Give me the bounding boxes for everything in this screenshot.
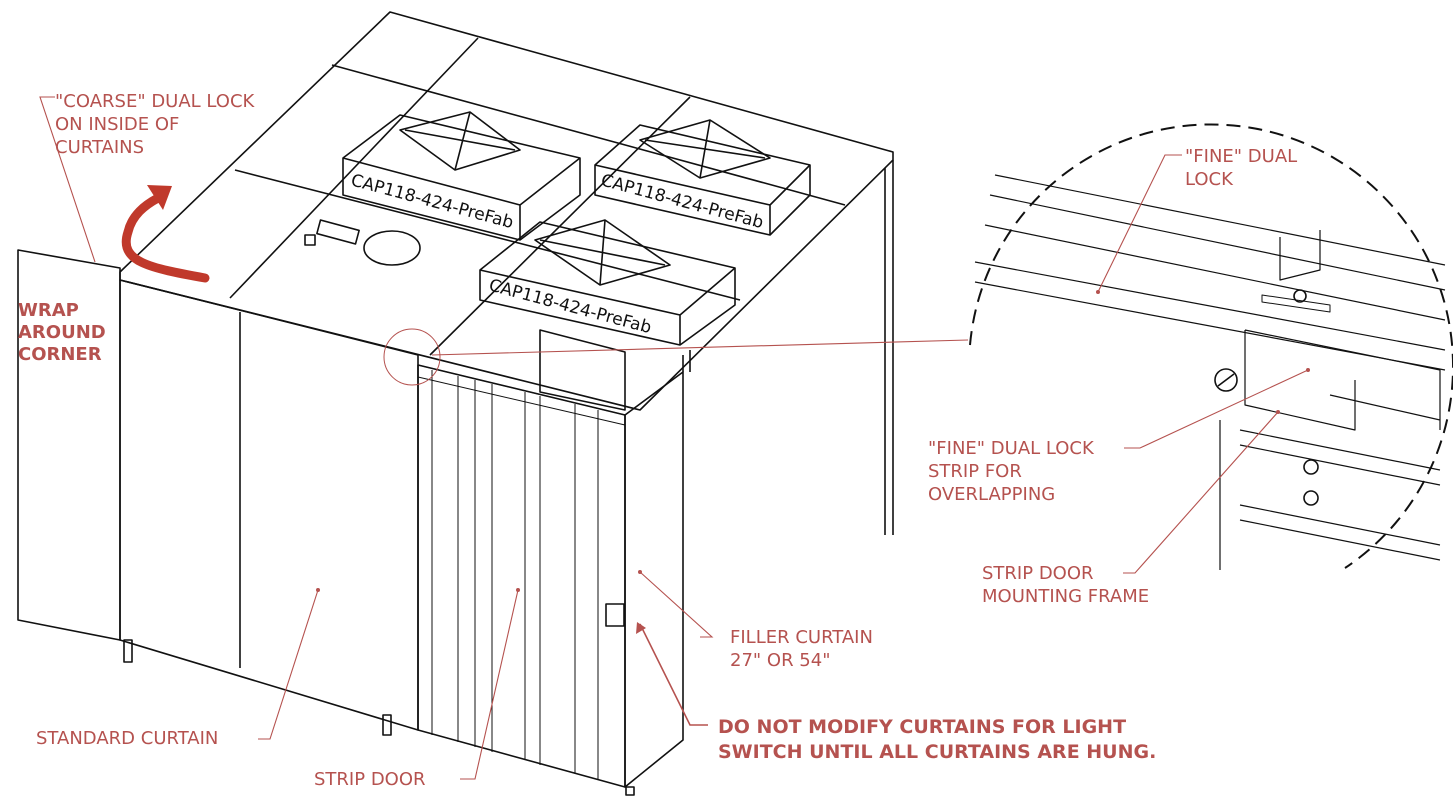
ffu-label-1: CAP118-424-PreFab (349, 171, 516, 234)
filler-curtain-label: FILLER CURTAIN 27" OR 54" (730, 627, 873, 671)
fine-dual-lock-label: "FINE" DUAL LOCK (1185, 146, 1298, 190)
wrap-around-label: WRAP AROUND CORNER (18, 300, 106, 365)
standard-curtain-label: STANDARD CURTAIN (36, 728, 219, 749)
coarse-dual-lock-label: "COARSE" DUAL LOCK ON INSIDE OF CURTAINS (55, 91, 255, 158)
warning-label: DO NOT MODIFY CURTAINS FOR LIGHT SWITCH … (718, 716, 1157, 763)
standard-curtain-shape (119, 279, 419, 731)
strip-door-shape (417, 364, 626, 788)
wrap-arrow-icon (121, 193, 210, 283)
light-switch-box (605, 603, 625, 627)
wrap-curtain-shape (17, 249, 121, 641)
filler-curtain-shape (624, 371, 684, 788)
callout-circle (383, 328, 441, 386)
strip-door-label: STRIP DOOR (314, 769, 426, 790)
strip-door-frame-label: STRIP DOOR MOUNTING FRAME (982, 563, 1150, 607)
fine-strip-label: "FINE" DUAL LOCK STRIP FOR OVERLAPPING (928, 438, 1094, 505)
detail-circle (969, 123, 1453, 569)
ffu-3 (479, 221, 736, 346)
ffu-2 (594, 124, 811, 236)
ffu-1 (342, 114, 581, 241)
